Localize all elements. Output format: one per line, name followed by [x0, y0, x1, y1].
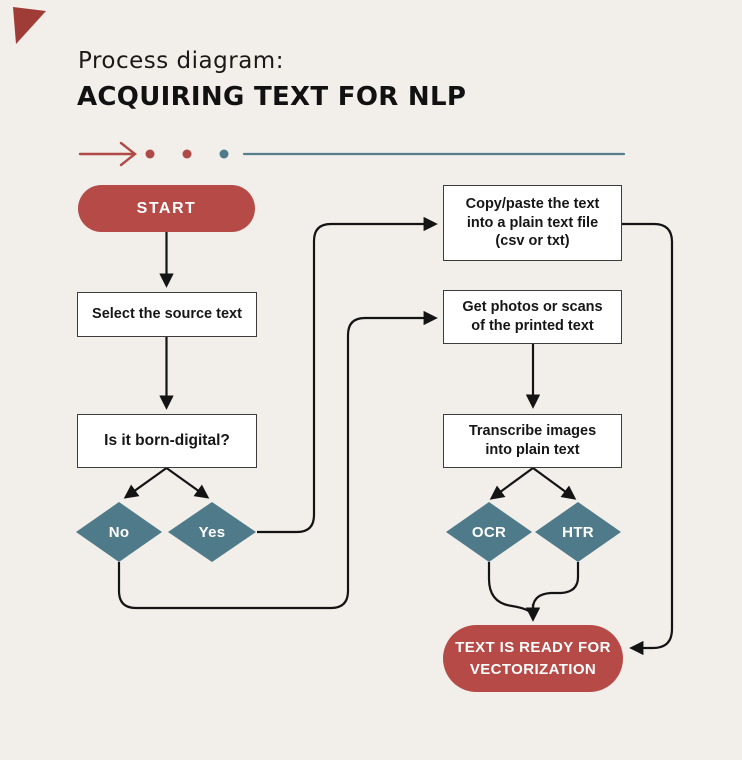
copy-paste-node: Copy/paste the text into a plain text fi…: [443, 185, 622, 261]
htr-label: HTR: [562, 523, 594, 541]
connector-transcribe-to-htr: [532, 467, 577, 500]
ready-line: TEXT IS READY FOR: [455, 638, 611, 656]
get-photos-line: of the printed text: [471, 318, 594, 334]
arrow-icon: [78, 141, 137, 167]
connector-born-to-no: [123, 467, 168, 499]
copy-paste-line: Copy/paste the text: [465, 195, 600, 212]
yes-label: Yes: [198, 523, 226, 541]
copy-paste-line: into a plain text file: [466, 214, 599, 231]
page-title: ACQUIRING TEXT FOR NLP: [77, 82, 467, 112]
connector-copy-to-ready: [622, 222, 674, 656]
select-source-label: Select the source text: [92, 306, 242, 323]
copy-paste-line: (csv or txt): [495, 233, 570, 250]
diagram-kicker: Process diagram:: [78, 48, 284, 74]
born-digital-label: Is it born-digital?: [104, 431, 230, 449]
select-source-node: Select the source text: [77, 292, 257, 337]
transcribe-line: into plain text: [485, 442, 580, 458]
corner-triangle-decoration: [13, 7, 46, 44]
transcribe-line: Transcribe images: [468, 423, 597, 440]
transcribe-node: Transcribe images into plain text: [443, 414, 622, 468]
get-photos-node: Get photos or scans of the printed text: [443, 290, 622, 344]
connector-htr-merge: [531, 562, 580, 608]
no-label: No: [108, 523, 130, 541]
start-node: START: [78, 185, 255, 232]
connector-yes-to-copy: [257, 216, 438, 534]
dot-icon: [219, 149, 229, 159]
connector-born-to-yes: [165, 467, 210, 499]
ready-node: TEXT IS READY FOR VECTORIZATION: [443, 625, 623, 692]
born-digital-node: Is it born-digital?: [77, 414, 257, 468]
divider-decoration: [78, 141, 626, 167]
get-photos-line: Get photos or scans: [462, 299, 603, 316]
ocr-label: OCR: [471, 523, 507, 541]
ready-line: VECTORIZATION: [469, 660, 597, 678]
dot-icon: [145, 149, 155, 159]
start-label: START: [136, 199, 197, 217]
connector-no-to-photos: [117, 310, 438, 610]
connector-ocr-merge: [487, 562, 535, 617]
connector-transcribe-to-ocr: [489, 467, 534, 500]
dot-icon: [182, 149, 192, 159]
